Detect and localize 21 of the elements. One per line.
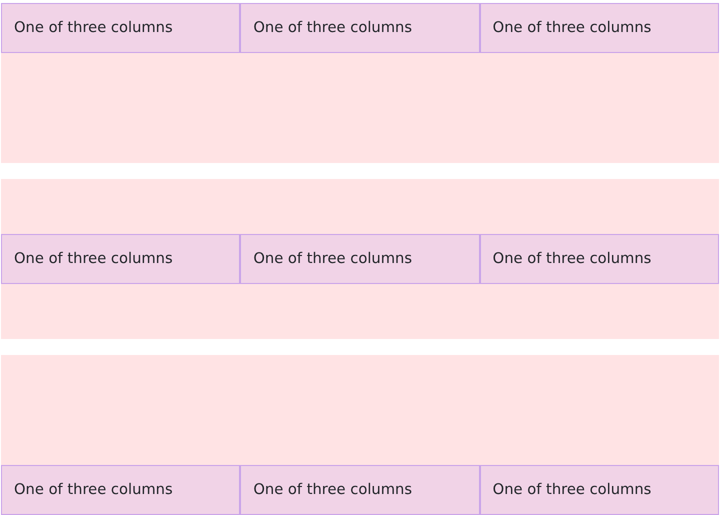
row-panel (1, 355, 719, 515)
grid-column (240, 234, 480, 284)
column-label: One of three columns (492, 480, 652, 500)
grid-column (1, 465, 240, 515)
grid-column (480, 234, 719, 284)
column-label: One of three columns (492, 249, 652, 269)
column-label: One of three columns (14, 249, 173, 269)
grid-column (480, 465, 719, 515)
grid-column (480, 3, 719, 53)
column-label: One of three columns (253, 18, 412, 38)
row-panel (1, 179, 719, 339)
column-label: One of three columns (14, 18, 173, 38)
column-label: One of three columns (253, 480, 412, 500)
column-label: One of three columns (14, 480, 173, 500)
row-panel (1, 3, 719, 163)
grid-column (1, 234, 240, 284)
column-label: One of three columns (253, 249, 412, 269)
grid-column (240, 3, 480, 53)
column-label: One of three columns (492, 18, 652, 38)
grid-column (1, 3, 240, 53)
grid-column (240, 465, 480, 515)
